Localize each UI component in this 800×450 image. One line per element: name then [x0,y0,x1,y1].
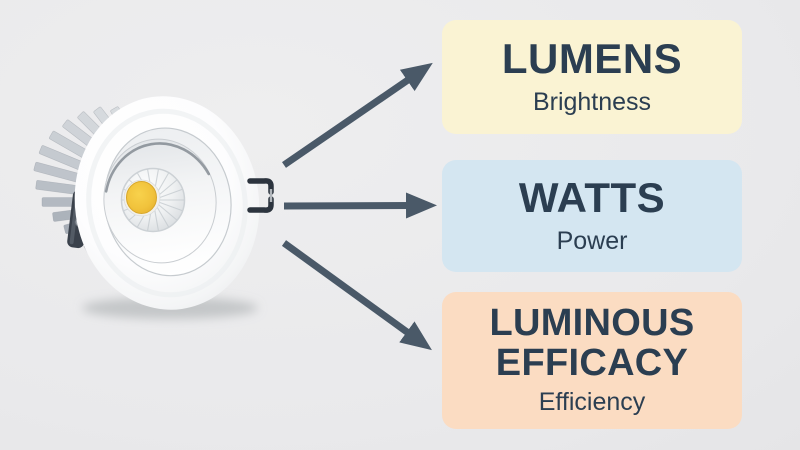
card-luminous-efficacy: LUMINOUS EFFICACY Efficiency [442,292,742,429]
card-lumens: LUMENS Brightness [442,20,742,134]
downlight-illustration [33,96,274,319]
card-luminous-efficacy-subtitle: Efficiency [538,387,646,416]
card-watts-title: WATTS [518,173,666,221]
arrow-to-lumens [282,62,433,168]
arrows [281,62,437,351]
card-luminous-efficacy-title: LUMINOUS EFFICACY [489,301,695,384]
right-mounting-clip-icon [247,178,274,213]
arrow-to-efficacy [281,240,432,351]
faceted-reflector-icon [120,167,186,233]
card-watts: WATTS Power [442,160,742,272]
card-lumens-subtitle: Brightness [532,87,652,116]
led-chip-icon [126,181,157,214]
arrow-to-watts [283,192,437,219]
card-lumens-title: LUMENS [501,34,683,82]
card-watts-subtitle: Power [556,226,628,255]
